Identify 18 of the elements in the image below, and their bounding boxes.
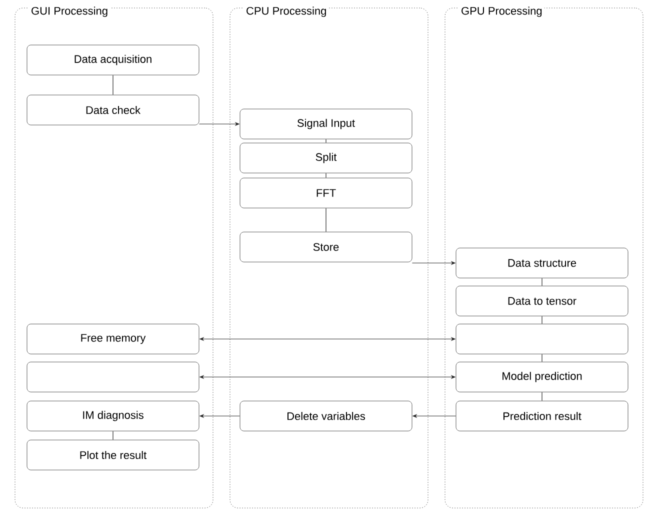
- process-box: IM diagnosis: [26, 400, 200, 432]
- process-box: Free memory: [26, 324, 200, 354]
- process-box: [456, 324, 628, 354]
- process-box: Data to tensor: [456, 286, 628, 316]
- process-box: Prediction result: [456, 400, 628, 432]
- process-box: Data check: [26, 94, 200, 126]
- connector-line: [112, 430, 114, 440]
- process-box: Model prediction: [456, 362, 628, 392]
- process-box: Delete variables: [240, 400, 412, 432]
- process-box: Data structure: [456, 248, 628, 278]
- process-box: Signal Input: [240, 108, 412, 140]
- process-box: FFT: [240, 178, 412, 208]
- connector-line: [112, 74, 114, 96]
- process-box: Store: [240, 232, 412, 262]
- process-box: Plot the result: [26, 440, 200, 470]
- process-box: Data acquisition: [26, 44, 200, 76]
- process-box: Split: [240, 142, 412, 174]
- process-box: [26, 362, 200, 392]
